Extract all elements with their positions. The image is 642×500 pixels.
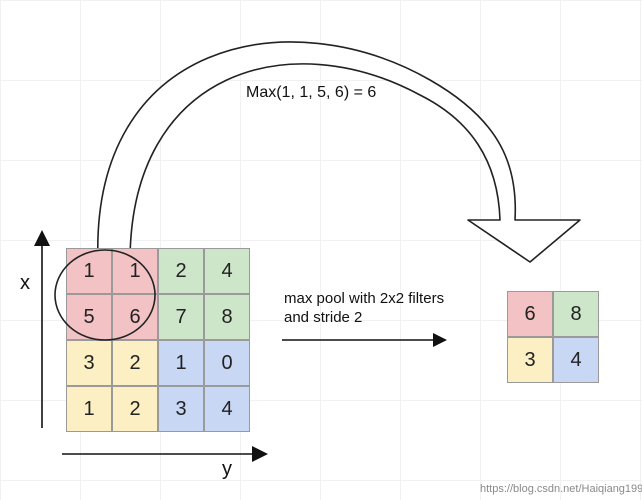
input-cell-r1-c1: 6	[112, 294, 158, 340]
input-cell-r2-c0: 3	[66, 340, 112, 386]
output-cell-r0-c1: 8	[553, 291, 599, 337]
input-cell-r0-c3: 4	[204, 248, 250, 294]
input-cell-r3-c0: 1	[66, 386, 112, 432]
input-cell-r0-c2: 2	[158, 248, 204, 294]
output-cell-r0-c0: 6	[507, 291, 553, 337]
input-cell-r3-c1: 2	[112, 386, 158, 432]
axis-y-label: y	[222, 458, 232, 480]
axis-x-label: x	[20, 272, 30, 294]
input-cell-r2-c3: 0	[204, 340, 250, 386]
input-cell-r3-c3: 4	[204, 386, 250, 432]
input-cell-r2-c1: 2	[112, 340, 158, 386]
input-cell-r1-c2: 7	[158, 294, 204, 340]
input-cell-r0-c0: 1	[66, 248, 112, 294]
input-cell-r2-c2: 1	[158, 340, 204, 386]
input-cell-r3-c2: 3	[158, 386, 204, 432]
operation-label-line1: max pool with 2x2 filters	[284, 290, 445, 307]
output-cell-r1-c1: 4	[553, 337, 599, 383]
input-cell-r0-c1: 1	[112, 248, 158, 294]
watermark-text: https://blog.csdn.net/Haiqiang1995	[480, 483, 642, 495]
input-cell-r1-c0: 5	[66, 294, 112, 340]
formula-label: Max(1, 1, 5, 6) = 6	[246, 84, 377, 101]
input-cell-r1-c3: 8	[204, 294, 250, 340]
operation-label-line2: and stride 2	[284, 309, 363, 326]
output-cell-r1-c0: 3	[507, 337, 553, 383]
